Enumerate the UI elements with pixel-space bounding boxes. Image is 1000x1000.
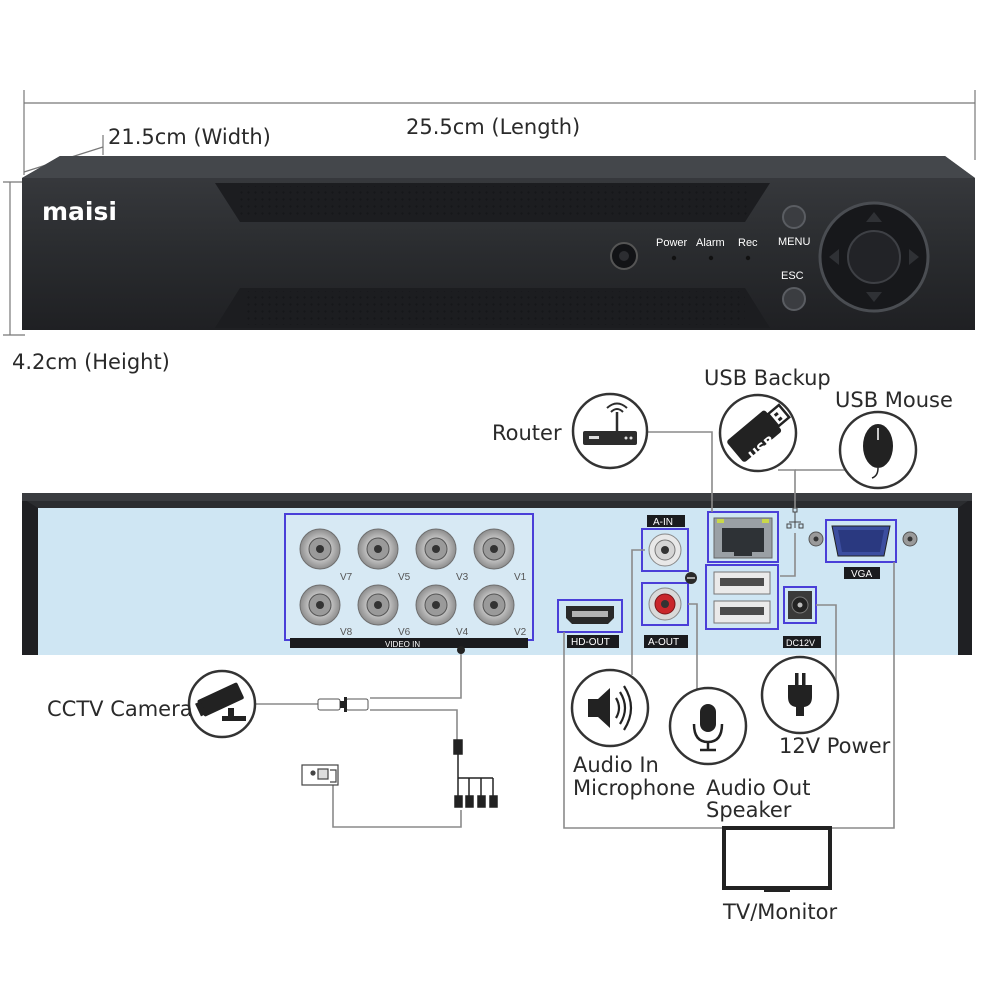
vga-port[interactable] <box>825 519 897 563</box>
alarm-led <box>708 255 714 261</box>
vga-label: VGA <box>851 569 872 580</box>
rec-led <box>745 255 751 261</box>
dpad-down-icon <box>866 292 882 302</box>
microphone-icon <box>668 686 748 766</box>
alarm-indicator-label: Alarm <box>696 237 725 249</box>
audio-in-port[interactable] <box>641 528 689 572</box>
usb-ports[interactable] <box>705 564 779 630</box>
network-icon <box>786 507 804 529</box>
audio-out-label: Audio Out <box>706 776 810 800</box>
dvr-rear-panel <box>22 493 972 655</box>
dimension-lines <box>3 90 976 336</box>
hd-out-label: HD-OUT <box>571 637 610 648</box>
menu-button[interactable] <box>782 205 806 229</box>
bnc-v8[interactable] <box>299 584 341 626</box>
bnc-v6[interactable] <box>357 584 399 626</box>
video-in-title: VIDEO IN <box>385 640 420 649</box>
power-plug-icon <box>760 655 840 735</box>
dpad-right-icon <box>909 249 919 265</box>
bnc-v7[interactable] <box>299 528 341 570</box>
esc-button[interactable] <box>782 287 806 311</box>
rec-indicator-label: Rec <box>738 237 758 249</box>
bnc-connector-icon <box>317 697 369 712</box>
a-in-label: A-IN <box>653 517 673 528</box>
bnc-v1[interactable] <box>473 528 515 570</box>
power-led <box>671 255 677 261</box>
bnc-label-v6: V6 <box>398 627 411 638</box>
bnc-v4[interactable] <box>415 584 457 626</box>
bnc-label-v2: V2 <box>514 627 527 638</box>
dc12v-label: DC12V <box>786 638 815 648</box>
router-label: Router <box>492 421 562 445</box>
router-icon <box>571 392 649 470</box>
menu-label: MENU <box>778 236 810 248</box>
dpad-up-icon <box>866 212 882 222</box>
bnc-v2[interactable] <box>473 584 515 626</box>
bnc-v3[interactable] <box>415 528 457 570</box>
sound-icon <box>570 668 650 748</box>
power-indicator-label: Power <box>656 237 688 249</box>
power-splitter-icon <box>453 739 498 808</box>
cctv-camera-label: CCTV Camera <box>47 697 193 721</box>
bnc-label-v1: V1 <box>514 572 527 583</box>
hdmi-port[interactable] <box>557 599 623 633</box>
bnc-connectors <box>299 528 515 626</box>
audio-in-label: Audio In <box>573 753 659 777</box>
usb-drive-icon <box>718 393 798 473</box>
bnc-label-v5: V5 <box>398 572 411 583</box>
tv-monitor-icon <box>722 826 832 892</box>
esc-label: ESC <box>781 270 804 282</box>
dpad-left-icon <box>829 249 839 265</box>
usb-mouse-label: USB Mouse <box>835 388 953 412</box>
speaker-label: Speaker <box>706 798 792 822</box>
length-label: 25.5cm (Length) <box>406 115 580 139</box>
power-label: 12V Power <box>779 734 891 758</box>
width-label: 21.5cm (Width) <box>108 125 271 149</box>
bnc-label-v7: V7 <box>340 572 353 583</box>
bnc-v5[interactable] <box>357 528 399 570</box>
wall-outlet-icon <box>301 764 339 786</box>
tv-monitor-label: TV/Monitor <box>722 900 837 924</box>
dc12v-port[interactable] <box>783 586 817 624</box>
lan-port[interactable] <box>707 511 779 563</box>
mouse-icon <box>838 410 918 490</box>
video-in-pin-icon <box>457 646 465 654</box>
brand-logo: maisi <box>42 197 117 226</box>
microphone-label: Microphone <box>573 776 695 800</box>
bnc-label-v3: V3 <box>456 572 469 583</box>
bnc-label-v4: V4 <box>456 627 469 638</box>
dvr-front-panel <box>22 156 975 330</box>
a-out-label: A-OUT <box>648 637 679 648</box>
cctv-camera-icon <box>187 669 257 739</box>
usb-backup-label: USB Backup <box>704 366 831 390</box>
height-label: 4.2cm (Height) <box>12 350 170 374</box>
bnc-label-v8: V8 <box>340 627 353 638</box>
